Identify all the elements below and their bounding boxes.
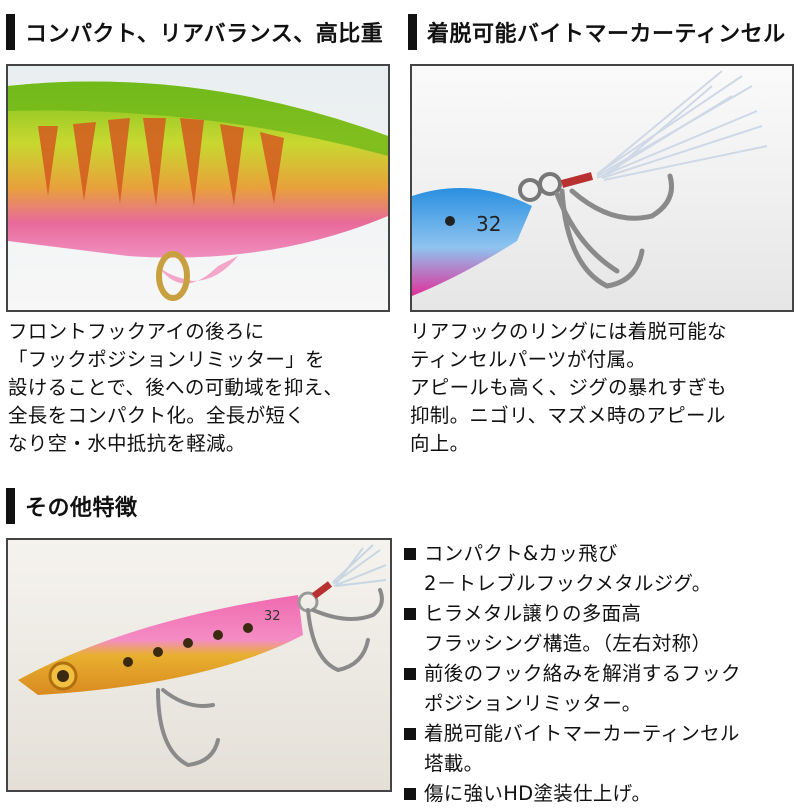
- feature-text: 2－トレブルフックメタルジグ。: [424, 572, 712, 595]
- lure-closeup-photo: [6, 64, 390, 312]
- lure-closeup-illustration: [8, 66, 388, 310]
- heading-text: 着脱可能バイトマーカーティンセル: [427, 22, 786, 47]
- lure-number: 32: [264, 609, 281, 624]
- bullet-square-icon: [404, 728, 416, 740]
- feature-text: 塔載。: [424, 752, 484, 775]
- description-line: 「フックポジションリミッター」を: [8, 348, 325, 371]
- feature-text: 着脱可能バイトマーカーティンセル: [424, 722, 740, 745]
- heading-text: コンパクト、リアバランス、高比重: [25, 22, 384, 47]
- heading-bar: [6, 14, 15, 50]
- bullet-square-icon: [404, 668, 416, 680]
- heading-bar: [408, 14, 417, 50]
- section-heading-compact: コンパクト、リアバランス、高比重: [6, 14, 383, 50]
- list-item: ヒラメタル譲りの多面高 フラッシング構造。（左右対称）: [404, 600, 741, 660]
- tinsel-hook-illustration: 32: [412, 66, 792, 310]
- list-item: 傷に強いHD塗装仕上げ。: [404, 780, 741, 810]
- description-line: なり空・水中抵抗を軽減。: [8, 432, 246, 455]
- bullet-square-icon: [404, 608, 416, 620]
- feature-text: 前後のフック絡みを解消するフック: [424, 662, 741, 685]
- description-line: ティンセルパーツが付属。: [410, 348, 647, 371]
- feature-text: コンパクト&カッ飛び: [424, 542, 618, 565]
- description-line: フロントフックアイの後ろに: [8, 320, 265, 343]
- description-line: 向上。: [410, 432, 470, 455]
- feature-list: コンパクト&カッ飛び 2－トレブルフックメタルジグ。 ヒラメタル譲りの多面高 フ…: [404, 540, 741, 810]
- section-heading-tinsel: 着脱可能バイトマーカーティンセル: [408, 14, 786, 50]
- feature-text: 傷に強いHD塗装仕上げ。: [424, 782, 652, 805]
- description-line: リアフックのリングには着脱可能な: [410, 320, 727, 343]
- description-line: 抑制。ニゴリ、マズメ時のアピール: [410, 404, 726, 427]
- feature-text: ヒラメタル譲りの多面高: [424, 602, 642, 625]
- list-item: 着脱可能バイトマーカーティンセル 塔載。: [404, 720, 741, 780]
- lure-number: 32: [476, 212, 501, 236]
- heading-bar: [6, 488, 15, 524]
- bullet-square-icon: [404, 548, 416, 560]
- list-item: 前後のフック絡みを解消するフック ポジションリミッター。: [404, 660, 741, 720]
- feature-text: フラッシング構造。（左右対称）: [424, 632, 712, 655]
- heading-text: その他特徴: [25, 496, 138, 521]
- bullet-square-icon: [404, 788, 416, 800]
- full-lure-photo: 32: [6, 538, 392, 792]
- section2-description: リアフックのリングには着脱可能な ティンセルパーツが付属。 アピールも高く、ジグ…: [410, 318, 727, 458]
- full-lure-illustration: 32: [8, 540, 390, 790]
- section1-description: フロントフックアイの後ろに 「フックポジションリミッター」を 設けることで、後へ…: [8, 318, 343, 458]
- description-line: 設けることで、後への可動域を抑え、: [8, 376, 344, 399]
- section-heading-other-features: その他特徴: [6, 488, 138, 524]
- feature-text: ポジションリミッター。: [424, 692, 642, 715]
- tinsel-hook-photo: 32: [410, 64, 794, 312]
- description-line: 全長をコンパクト化。全長が短く: [8, 404, 305, 427]
- list-item: コンパクト&カッ飛び 2－トレブルフックメタルジグ。: [404, 540, 741, 600]
- description-line: アピールも高く、ジグの暴れすぎも: [410, 376, 727, 399]
